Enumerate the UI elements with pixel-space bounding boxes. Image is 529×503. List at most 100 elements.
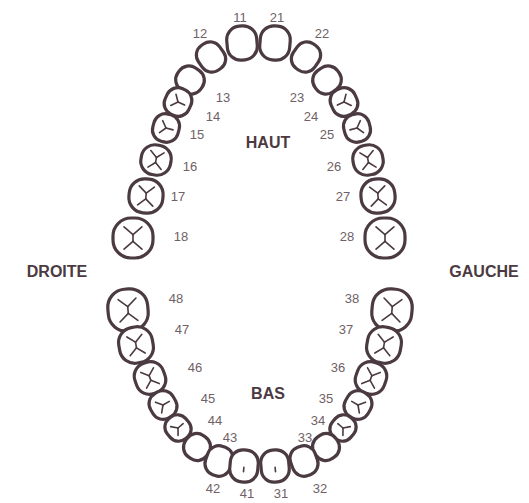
tooth-outline [128, 178, 165, 215]
tooth-outline [260, 449, 291, 483]
tooth-outline [370, 287, 414, 332]
tooth-cusp [139, 186, 147, 193]
tooth-number: 12 [193, 27, 207, 40]
tooth-cusp [355, 405, 363, 413]
tooth-cusp [151, 378, 159, 386]
tooth-number: 26 [327, 160, 341, 173]
tooth-cusp [352, 401, 358, 405]
tooth-outline [360, 178, 397, 215]
tooth-cusp [383, 298, 393, 307]
tooth-cusp [129, 348, 138, 356]
tooth [139, 143, 174, 178]
tooth-cusp [343, 424, 350, 431]
tooth-cusp [382, 348, 391, 356]
tooth-number: 48 [169, 292, 183, 305]
tooth-number: 14 [206, 110, 220, 123]
tooth-outline [364, 324, 404, 365]
tooth-cusp [128, 313, 138, 322]
tooth-cusp [174, 428, 181, 435]
tooth-cusp [392, 299, 402, 308]
tooth-cusp [370, 187, 378, 194]
tooth-cusp [159, 405, 167, 413]
tooth [150, 111, 182, 145]
tooth-number: 25 [320, 128, 334, 141]
tooth-cusp [350, 128, 357, 130]
tooth-cusp [145, 193, 147, 199]
tooth-number: 42 [206, 482, 220, 495]
tooth [106, 287, 150, 332]
tooth-outline [106, 287, 150, 332]
tooth-cusp [133, 241, 142, 249]
tooth-number: 32 [313, 482, 327, 495]
tooth-number: 36 [331, 361, 345, 374]
tooth-cusp [375, 346, 384, 354]
tooth-number: 13 [216, 91, 230, 104]
tooth-cusp [163, 401, 169, 405]
tooth-number: 16 [183, 160, 197, 173]
tooth-cusp [155, 162, 163, 169]
tooth-cusp [141, 370, 149, 378]
tooth-cusp [145, 380, 153, 388]
tooth-number: 37 [339, 323, 353, 336]
tooth-cusp [385, 241, 394, 249]
region-label: DROITE [27, 264, 87, 280]
tooth [365, 218, 405, 258]
tooth-number: 28 [340, 230, 354, 243]
tooth-cusp [119, 313, 129, 322]
tooth-outline [116, 324, 156, 365]
tooth-cusp [362, 378, 370, 386]
tooth-number: 24 [304, 110, 318, 123]
tooth-number: 44 [208, 414, 222, 427]
tooth-outline [365, 218, 405, 258]
tooth-cusp [155, 158, 157, 163]
tooth-outline [341, 111, 373, 145]
tooth-cusp [391, 307, 393, 314]
tooth-cusp [132, 235, 134, 242]
tooth [351, 143, 386, 178]
tooth-outline [229, 449, 260, 483]
tooth-cusp [385, 227, 394, 235]
tooth-cusp [136, 346, 145, 354]
tooth-cusp [378, 198, 386, 205]
tooth-cusp [161, 121, 168, 128]
tooth-cusp [118, 299, 128, 308]
tooth-number: 18 [174, 230, 188, 243]
tooth-number: 45 [201, 392, 215, 405]
tooth-number: 21 [270, 11, 284, 24]
tooth-number: 17 [171, 190, 185, 203]
tooth-number: 47 [175, 323, 189, 336]
region-label: HAUT [246, 135, 290, 151]
tooth-number: 43 [223, 431, 237, 444]
tooth-number: 11 [233, 11, 247, 24]
tooth-cusp [341, 94, 348, 102]
tooth-cusp [127, 307, 129, 314]
tooth-cusp [150, 151, 158, 158]
tooth-cusp [362, 162, 370, 169]
tooth [287, 442, 322, 479]
tooth [229, 449, 260, 483]
tooth-cusp [135, 342, 138, 348]
tooth [341, 111, 373, 145]
tooth-cusp [368, 161, 376, 168]
tooth [128, 178, 165, 215]
tooth [364, 324, 404, 365]
tooth-cusp [377, 193, 379, 199]
tooth-cusp [147, 368, 155, 376]
tooth-cusp [377, 186, 385, 193]
tooth-cusp [171, 100, 178, 108]
tooth-cusp [243, 467, 245, 471]
tooth-cusp [376, 241, 385, 249]
tooth-cusp [377, 334, 386, 342]
tooth-cusp [127, 336, 136, 344]
tooth [226, 25, 259, 61]
tooth [260, 449, 291, 483]
tooth-number: 35 [319, 392, 333, 405]
tooth-number: 38 [345, 292, 359, 305]
tooth-outline [287, 442, 322, 479]
tooth-cusp [384, 235, 386, 242]
tooth-number: 31 [274, 487, 288, 500]
tooth-cusp [138, 198, 146, 205]
